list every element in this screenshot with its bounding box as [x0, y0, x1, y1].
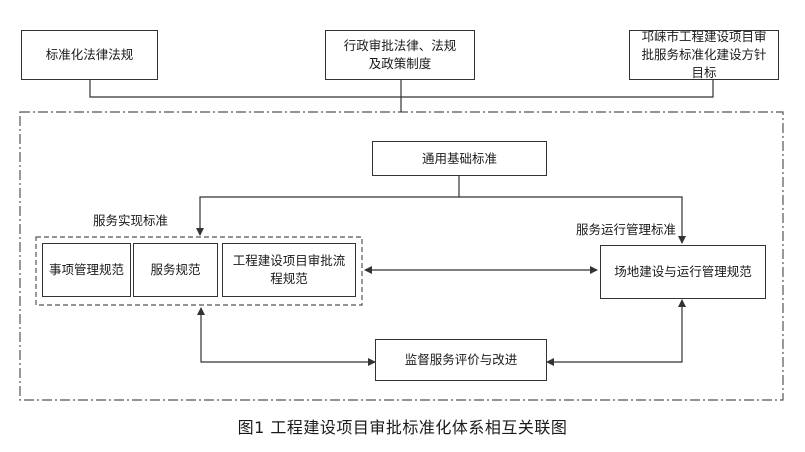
- box-goals: 邛崃市工程建设项目审批服务标准化建设方针目标: [629, 29, 779, 80]
- box-admin-policy: 行政审批法律、法规及政策制度: [325, 30, 475, 80]
- box-approval-process: 工程建设项目审批流程规范: [222, 243, 356, 297]
- box-item-management: 事项管理规范: [42, 243, 131, 297]
- box-supervision: 监督服务评价与改进: [375, 339, 547, 381]
- label-service-realization: 服务实现标准: [93, 213, 169, 228]
- general-to-operation-connector: [459, 196, 686, 244]
- box-site-operation: 场地建设与运行管理规范: [600, 245, 766, 299]
- supervision-realization-link: [197, 307, 376, 366]
- figure-caption: 图1 工程建设项目审批标准化体系相互关联图: [237, 418, 568, 437]
- service-realization-group: [35, 236, 363, 306]
- general-branch-connector: [196, 176, 460, 236]
- box-laws: 标准化法律法规: [21, 30, 158, 80]
- top-connector: [89, 80, 714, 112]
- box-general-standard: 通用基础标准: [372, 141, 547, 176]
- label-service-operation: 服务运行管理标准: [576, 222, 677, 237]
- supervision-operation-link: [546, 299, 686, 366]
- box-service-spec: 服务规范: [133, 243, 218, 297]
